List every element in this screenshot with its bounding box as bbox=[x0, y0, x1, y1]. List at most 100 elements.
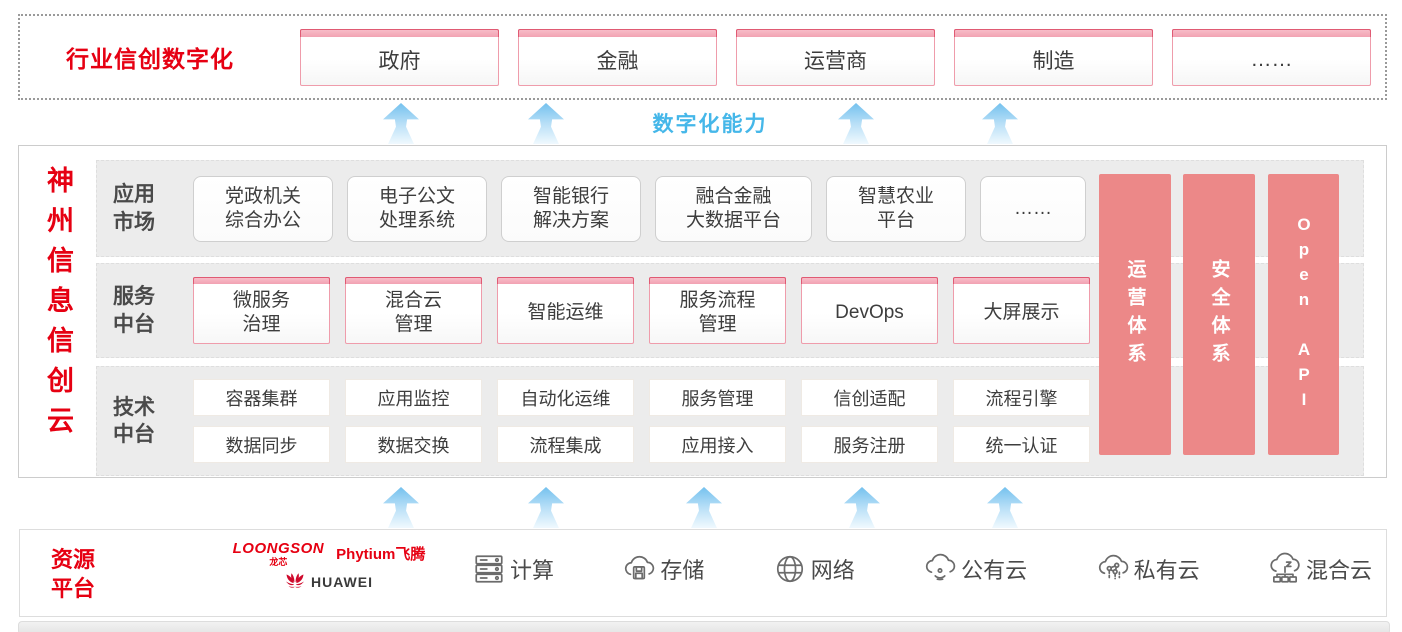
up-arrow-icon bbox=[383, 487, 419, 528]
resource-items: 计算 存储 网络 公有云 bbox=[472, 552, 1372, 586]
tech-box: 统一认证 bbox=[953, 426, 1090, 463]
service-label: 大屏展示 bbox=[983, 301, 1060, 323]
platform-box: 神州信息信创云 应用 市场 党政机关 综合办公 电子公文 处理系统 智能银行 解… bbox=[18, 145, 1387, 478]
service-label: 服务流程 管理 bbox=[679, 289, 756, 335]
huawei-logo: HUAWEI bbox=[285, 572, 373, 592]
sector-label: 金融 bbox=[596, 49, 639, 73]
industry-strip-title: 行业信创数字化 bbox=[66, 46, 234, 72]
tech-box: 自动化运维 bbox=[497, 379, 634, 416]
sector-label: 制造 bbox=[1032, 49, 1075, 73]
resource-label: 私有云 bbox=[1133, 558, 1200, 583]
service-box: 混合云 管理 bbox=[345, 277, 482, 344]
phytium-logo: Phytium飞腾 bbox=[336, 546, 426, 563]
up-arrow-icon bbox=[838, 103, 874, 144]
huawei-flower-icon bbox=[285, 572, 305, 592]
resource-label: 公有云 bbox=[961, 558, 1028, 583]
service-label: DevOps bbox=[835, 301, 904, 323]
app-box: 融合金融 大数据平台 bbox=[655, 175, 812, 242]
tech-box: 服务注册 bbox=[801, 426, 938, 463]
resource-label: 混合云 bbox=[1305, 558, 1372, 583]
resource-item-public-cloud: 公有云 bbox=[923, 552, 1027, 586]
service-items: 微服务 治理 混合云 管理 智能运维 服务流程 管理 DevOps 大屏展示 bbox=[193, 277, 1090, 344]
tech-box: 应用接入 bbox=[649, 426, 786, 463]
service-box: 微服务 治理 bbox=[193, 277, 330, 344]
sector-row: 政府 金融 运营商 制造 …… bbox=[300, 28, 1371, 86]
resource-platform-title: 资源 平台 bbox=[51, 547, 96, 601]
capability-band: 数字化能力 bbox=[0, 100, 1402, 145]
footer-bar bbox=[18, 621, 1390, 632]
private-cloud-icon bbox=[1096, 552, 1130, 586]
tech-box: 流程集成 bbox=[497, 426, 634, 463]
row-app-market: 应用 市场 党政机关 综合办公 电子公文 处理系统 智能银行 解决方案 融合金融… bbox=[96, 160, 1364, 257]
resource-item-hybrid-cloud: 混合云 bbox=[1268, 552, 1372, 586]
up-arrow-icon bbox=[844, 487, 880, 528]
resource-item-storage: 存储 bbox=[622, 552, 704, 586]
loongson-logo: LOONGSON 龙芯 bbox=[233, 540, 325, 568]
service-box: 智能运维 bbox=[497, 277, 634, 344]
loongson-cn-label: 龙芯 bbox=[269, 557, 288, 567]
service-box: 服务流程 管理 bbox=[649, 277, 786, 344]
capability-label: 数字化能力 bbox=[652, 113, 768, 136]
sector-box-government: 政府 bbox=[300, 28, 499, 86]
service-label: 智能运维 bbox=[527, 301, 604, 323]
sector-box-telecom: 运营商 bbox=[736, 28, 935, 86]
tech-box: 服务管理 bbox=[649, 379, 786, 416]
up-arrow-icon bbox=[987, 487, 1023, 528]
sector-label: 政府 bbox=[378, 49, 421, 73]
resource-item-network: 网络 bbox=[773, 552, 855, 586]
resource-label: 计算 bbox=[510, 558, 555, 583]
up-arrow-icon bbox=[686, 487, 722, 528]
sector-box-finance: 金融 bbox=[518, 28, 717, 86]
public-cloud-icon bbox=[923, 552, 957, 586]
sector-label: …… bbox=[1250, 47, 1293, 71]
pillar-security-system: 安全体系 bbox=[1183, 174, 1255, 455]
row-label: 技术 中台 bbox=[113, 395, 155, 446]
industry-sector-strip: 行业信创数字化 政府 金融 运营商 制造 …… bbox=[18, 14, 1387, 100]
huawei-wordmark: HUAWEI bbox=[311, 574, 373, 590]
tech-box: 流程引擎 bbox=[953, 379, 1090, 416]
pillar-open-api: Open API bbox=[1268, 174, 1339, 455]
app-box-more: …… bbox=[980, 175, 1086, 242]
app-box: 智能银行 解决方案 bbox=[501, 175, 641, 242]
vendor-logos: LOONGSON 龙芯 Phytium飞腾 bbox=[218, 540, 440, 592]
app-box: 智慧农业 平台 bbox=[826, 175, 966, 242]
row-tech-platform: 技术 中台 容器集群 应用监控 自动化运维 服务管理 信创适配 流程引擎 数据同… bbox=[96, 366, 1364, 476]
vendor-row: LOONGSON 龙芯 Phytium飞腾 bbox=[233, 540, 426, 568]
service-box: DevOps bbox=[801, 277, 938, 344]
tech-box: 应用监控 bbox=[345, 379, 482, 416]
loongson-wordmark: LOONGSON bbox=[232, 540, 325, 557]
tech-box: 数据交换 bbox=[345, 426, 482, 463]
app-box: 电子公文 处理系统 bbox=[347, 175, 487, 242]
app-market-items: 党政机关 综合办公 电子公文 处理系统 智能银行 解决方案 融合金融 大数据平台… bbox=[193, 175, 1086, 242]
sector-box-more: …… bbox=[1172, 28, 1371, 86]
tech-items: 容器集群 应用监控 自动化运维 服务管理 信创适配 流程引擎 数据同步 数据交换… bbox=[193, 379, 1090, 463]
up-arrow-icon bbox=[528, 103, 564, 144]
service-label: 混合云 管理 bbox=[384, 289, 442, 335]
tech-box: 容器集群 bbox=[193, 379, 330, 416]
pillar-operations-system: 运营体系 bbox=[1099, 174, 1171, 455]
resource-label: 存储 bbox=[660, 558, 705, 583]
app-box: 党政机关 综合办公 bbox=[193, 175, 333, 242]
resource-label: 网络 bbox=[810, 558, 855, 583]
row-label: 应用 市场 bbox=[113, 183, 155, 234]
up-arrow-icon bbox=[383, 103, 419, 144]
sector-box-manufacturing: 制造 bbox=[954, 28, 1153, 86]
storage-icon bbox=[622, 552, 656, 586]
tech-box: 数据同步 bbox=[193, 426, 330, 463]
platform-rows: 应用 市场 党政机关 综合办公 电子公文 处理系统 智能银行 解决方案 融合金融… bbox=[96, 160, 1364, 476]
resource-arrows-band bbox=[0, 484, 1402, 529]
compute-icon bbox=[472, 552, 506, 586]
tech-box: 信创适配 bbox=[801, 379, 938, 416]
up-arrow-icon bbox=[982, 103, 1018, 144]
row-label: 服务 中台 bbox=[113, 285, 155, 336]
resource-item-compute: 计算 bbox=[472, 552, 554, 586]
up-arrow-icon bbox=[528, 487, 564, 528]
resource-platform-box: 资源 平台 LOONGSON 龙芯 Phytium飞腾 bbox=[19, 529, 1387, 617]
platform-title: 神州信息信创云 bbox=[43, 166, 73, 446]
hybrid-cloud-icon bbox=[1268, 552, 1302, 586]
service-label: 微服务 治理 bbox=[232, 289, 290, 335]
service-box: 大屏展示 bbox=[953, 277, 1090, 344]
network-icon bbox=[773, 552, 807, 586]
sector-label: 运营商 bbox=[804, 49, 867, 73]
